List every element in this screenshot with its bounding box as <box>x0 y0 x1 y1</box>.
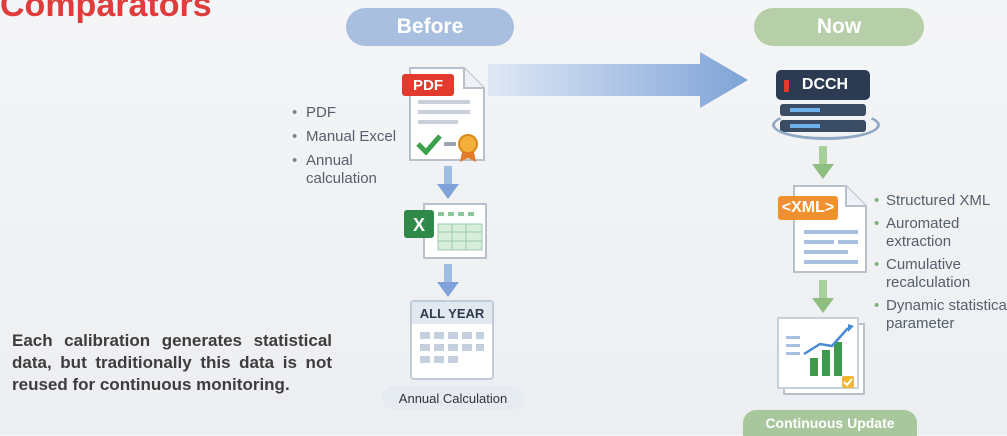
transition-arrow-icon <box>488 52 748 108</box>
server-label: DCCH <box>801 76 849 93</box>
down-arrow-icon <box>437 264 459 297</box>
before-bullet-list: PDF Manual Excel Annual calculation <box>290 104 426 194</box>
bullet-pdf: PDF <box>292 104 426 122</box>
now-bullet-list: Structured XML Auromated extraction Cumu… <box>872 192 1007 338</box>
excel-icon: X <box>404 203 487 259</box>
svg-text:X: X <box>413 215 425 235</box>
calendar-icon: ALL YEAR <box>410 300 494 380</box>
bullet-automated-extraction: Auromated extraction <box>874 215 1007 251</box>
bullet-annual-calculation: Annual calculation <box>292 152 426 188</box>
before-label: Before <box>346 8 514 46</box>
calendar-label: ALL YEAR <box>412 302 492 324</box>
annual-calculation-caption: Annual Calculation <box>382 386 524 410</box>
pdf-badge: PDF <box>402 74 454 96</box>
down-arrow-icon <box>812 146 834 179</box>
continuous-update-caption: Continuous Update <box>743 410 917 436</box>
server-icon: DCCH <box>772 70 880 140</box>
down-arrow-icon <box>812 280 834 313</box>
down-arrow-icon <box>437 166 459 199</box>
xml-badge: <XML> <box>778 196 838 220</box>
bullet-cumulative-recalculation: Cumulative recalculation <box>874 256 1007 292</box>
bullet-manual-excel: Manual Excel <box>292 128 426 146</box>
page-title: Comparators <box>0 0 212 24</box>
description-paragraph: Each calibration generates statistical d… <box>12 331 332 394</box>
now-label: Now <box>754 8 924 46</box>
report-chart-icon <box>777 317 865 395</box>
bullet-dynamic-statistical-parameter: Dynamic statistical parameter <box>874 297 1007 333</box>
bullet-structured-xml: Structured XML <box>874 192 1007 210</box>
calendar-grid <box>420 332 484 363</box>
